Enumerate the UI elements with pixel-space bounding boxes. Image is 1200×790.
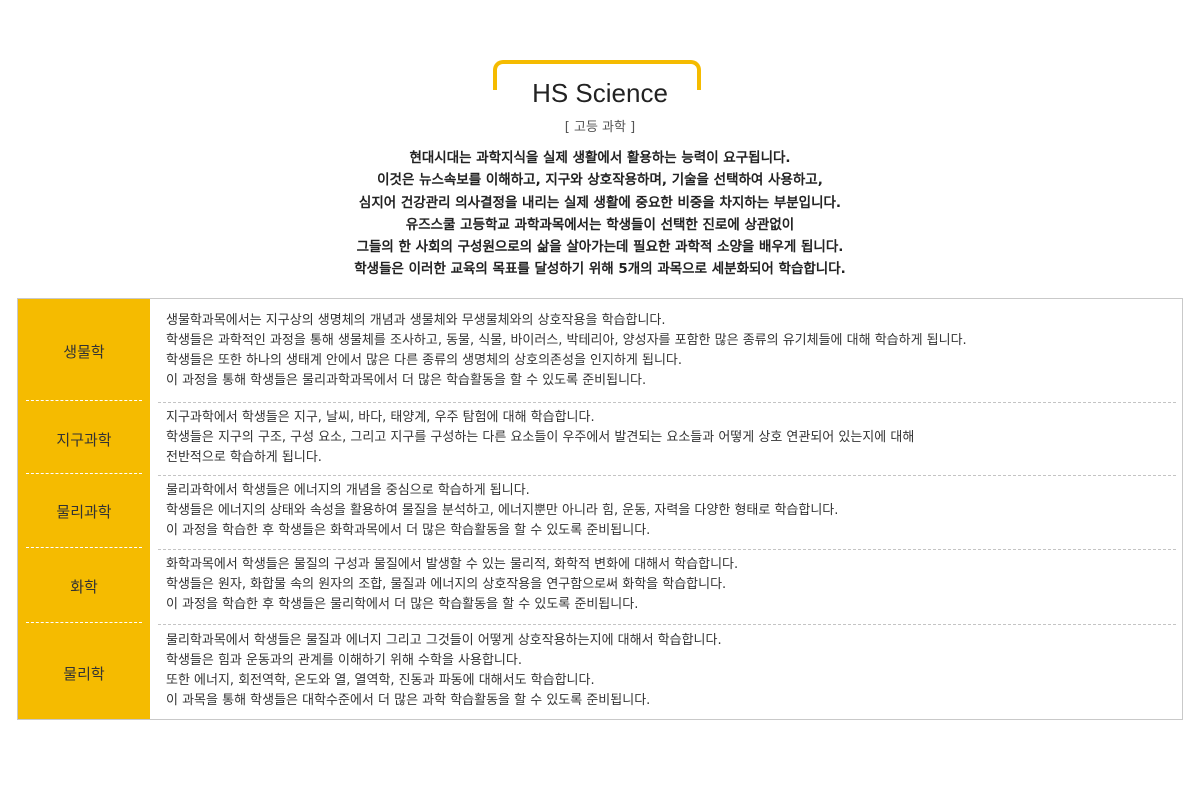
description-line: 학생들은 지구의 구조, 구성 요소, 그리고 지구를 구성하는 다른 요소들이… [166, 430, 915, 445]
subject-label-physical-science: 물리과학 [56, 503, 112, 521]
subject-table: 생물학 지구과학 물리과학 화학 물리학 생물학과목에서는 지구상의 생명체의 … [17, 298, 1183, 720]
intro-line: 유즈스쿨 고등학교 과학과목에서는 학생들이 선택한 진로에 상관없이 [405, 216, 795, 233]
description-line: 화학과목에서 학생들은 물질의 구성과 물질에서 발생할 수 있는 물리적, 화… [166, 557, 739, 572]
description-line: 이 과정을 학습한 후 학생들은 물리학에서 더 많은 학습활동을 할 수 있도… [166, 597, 639, 612]
row-divider [158, 624, 1176, 625]
description-line: 이 과정을 통해 학생들은 물리과학과목에서 더 많은 학습활동을 할 수 있도… [166, 373, 647, 388]
row-divider [158, 402, 1176, 403]
description-line: 학생들은 또한 하나의 생태계 안에서 많은 다른 종류의 생명체의 상호의존성… [166, 353, 683, 368]
row-divider [158, 549, 1176, 550]
intro-line: 심지어 건강관리 의사결정을 내리는 실제 생활에 중요한 비중을 차지하는 부… [358, 194, 842, 211]
description-line: 학생들은 힘과 운동과의 관계를 이해하기 위해 수학을 사용합니다. [166, 653, 522, 668]
subject-label-column: 생물학 지구과학 물리과학 화학 물리학 [18, 299, 150, 719]
description-line: 물리학과목에서 학생들은 물질과 에너지 그리고 그것들이 어떻게 상호작용하는… [166, 633, 722, 648]
intro-line: 현대시대는 과학지식을 실제 생활에서 활용하는 능력이 요구됩니다. [409, 150, 791, 166]
description-line: 전반적으로 학습하게 됩니다. [166, 450, 322, 465]
intro-line: 그들의 한 사회의 구성원으로의 삶을 살아가는데 필요한 과학적 소양을 배우… [356, 239, 844, 256]
label-divider [26, 473, 142, 474]
subject-description-physics: 물리학과목에서 학생들은 물질과 에너지 그리고 그것들이 어떻게 상호작용하는… [166, 631, 1176, 711]
subject-description-chemistry: 화학과목에서 학생들은 물질의 구성과 물질에서 발생할 수 있는 물리적, 화… [166, 555, 1176, 615]
intro-paragraph: 현대시대는 과학지식을 실제 생활에서 활용하는 능력이 요구됩니다. 이것은 … [0, 147, 1200, 281]
description-line: 이 과정을 학습한 후 학생들은 화학과목에서 더 많은 학습활동을 할 수 있… [166, 523, 651, 538]
intro-line: 이것은 뉴스속보를 이해하고, 지구와 상호작용하며, 기술을 선택하여 사용하… [377, 172, 823, 189]
subject-description-physical-science: 물리과학에서 학생들은 에너지의 개념을 중심으로 학습하게 됩니다. 학생들은… [166, 481, 1176, 541]
subject-label-earth-science: 지구과학 [56, 431, 112, 449]
subject-label-biology: 생물학 [63, 343, 105, 361]
title-bracket-decoration [493, 60, 701, 90]
subject-label-chemistry: 화학 [70, 578, 98, 596]
page-title: HS Science [532, 78, 668, 108]
description-line: 이 과목을 통해 학생들은 대학수준에서 더 많은 과학 학습활동을 할 수 있… [166, 693, 651, 708]
description-line: 또한 에너지, 회전역학, 온도와 열, 열역학, 진동과 파동에 대해서도 학… [166, 673, 595, 688]
subject-label-physics: 물리학 [63, 665, 105, 683]
description-line: 물리과학에서 학생들은 에너지의 개념을 중심으로 학습하게 됩니다. [166, 483, 530, 498]
page-subtitle: [ 고등 과학 ] [564, 120, 636, 135]
label-divider [26, 622, 142, 623]
label-divider [26, 400, 142, 401]
intro-line: 학생들은 이러한 교육의 목표를 달성하기 위해 5개의 과목으로 세분화되어 … [354, 261, 846, 278]
row-divider [158, 475, 1176, 476]
subject-description-biology: 생물학과목에서는 지구상의 생명체의 개념과 생물체와 무생물체와의 상호작용을… [166, 311, 1176, 391]
description-line: 지구과학에서 학생들은 지구, 날씨, 바다, 태양계, 우주 탐험에 대해 학… [166, 410, 595, 425]
description-line: 학생들은 에너지의 상태와 속성을 활용하여 물질을 분석하고, 에너지뿐만 아… [166, 503, 839, 518]
description-line: 학생들은 과학적인 과정을 통해 생물체를 조사하고, 동물, 식물, 바이러스… [166, 333, 967, 348]
label-divider [26, 547, 142, 548]
subject-description-earth-science: 지구과학에서 학생들은 지구, 날씨, 바다, 태양계, 우주 탐험에 대해 학… [166, 408, 1176, 468]
description-line: 학생들은 원자, 화합물 속의 원자의 조합, 물질과 에너지의 상호작용을 연… [166, 577, 727, 592]
description-line: 생물학과목에서는 지구상의 생명체의 개념과 생물체와 무생물체와의 상호작용을… [166, 313, 666, 328]
